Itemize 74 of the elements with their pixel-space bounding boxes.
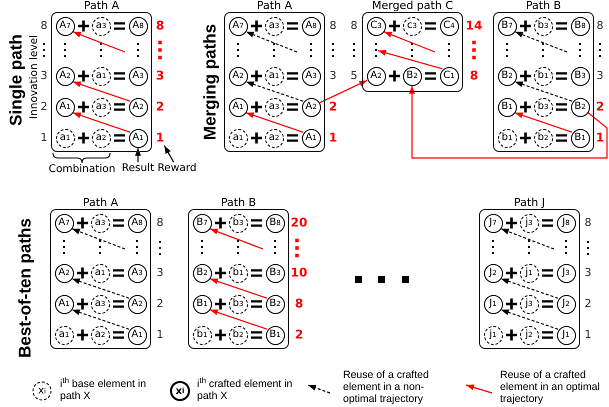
panel-title: Path B — [526, 0, 562, 12]
arrow — [72, 278, 130, 299]
section-title: Single path — [8, 34, 26, 126]
panel-title: Path B — [220, 197, 256, 209]
level-number: 8 — [330, 20, 336, 32]
leader-line — [135, 148, 141, 162]
level-number: 5 — [350, 70, 358, 82]
arrow — [514, 112, 572, 133]
arrow — [320, 80, 368, 104]
annotation-label: Result — [122, 163, 154, 175]
arrow — [246, 81, 304, 102]
level-number: 2 — [584, 298, 592, 310]
legend-text: Reuse of a crafted element in an optimal trajectory — [500, 369, 601, 405]
level-number: 1 — [584, 328, 592, 342]
reward-value: 10 — [290, 266, 308, 280]
level-number: 1 — [156, 328, 164, 342]
bracket-label: Combination — [48, 164, 116, 176]
legend-text: i$^{th}$ base element in path X — [60, 378, 148, 402]
axis-label: Innovation level — [29, 35, 41, 119]
level-number: 8 — [156, 216, 164, 230]
arrow — [514, 31, 568, 53]
level-number: 3 — [40, 70, 48, 82]
legend-text: i$^{th}$ crafted element in path X — [197, 378, 294, 402]
level-number: 2 — [156, 298, 164, 310]
arrow — [210, 278, 268, 299]
reward-value: 1 — [328, 131, 338, 145]
reward-value: 2 — [596, 100, 604, 114]
level-number: 8 — [596, 20, 604, 32]
panel-title: Path A — [82, 197, 118, 209]
arrow — [246, 31, 298, 53]
level-number: 3 — [330, 70, 336, 82]
level-number: 3 — [584, 266, 592, 280]
level-number: 2 — [40, 100, 48, 114]
arrow — [210, 309, 268, 330]
arrow — [72, 81, 130, 102]
arrow — [378, 50, 442, 70]
level-number: 1 — [40, 132, 48, 144]
level-number: 8 — [40, 20, 48, 32]
arrow — [72, 31, 126, 53]
level-number: 3 — [596, 70, 604, 82]
section-title: Merging paths — [202, 24, 220, 140]
arrow — [210, 228, 264, 250]
reward-value: 2 — [294, 328, 304, 342]
section-title: Best-of-ten paths — [16, 218, 36, 358]
level-number: 3 — [156, 266, 164, 280]
arrow — [500, 278, 558, 299]
panel-title: Path A — [84, 0, 120, 12]
reward-value: 8 — [156, 19, 164, 33]
arrow — [384, 31, 436, 53]
reward-value: 1 — [156, 131, 164, 145]
level-number: 8 — [350, 20, 358, 32]
arrow — [409, 86, 608, 159]
reward-value: 8 — [470, 69, 478, 83]
reward-value: 2 — [156, 100, 164, 114]
reward-value: 20 — [290, 216, 308, 230]
reward-value: 8 — [294, 297, 304, 311]
arrow — [72, 112, 130, 133]
panel-title: Merged path C — [372, 0, 453, 12]
reward-value: 1 — [596, 131, 604, 145]
leader-line — [164, 145, 174, 163]
reward-value: 14 — [466, 19, 482, 33]
legend-text: Reuse of a crafted element in a non-optimal trajectory — [343, 369, 430, 405]
annotation-label: Reward — [157, 163, 197, 175]
panel-title: Path A — [256, 0, 292, 12]
arrow — [72, 228, 126, 250]
arrow — [500, 228, 554, 250]
panel-title: Path J — [514, 197, 545, 209]
arrow — [500, 309, 558, 330]
arrow — [246, 112, 304, 133]
reward-value: 2 — [328, 100, 338, 114]
arrow — [514, 81, 572, 102]
arrow — [72, 309, 130, 330]
level-number: 8 — [584, 216, 592, 230]
reward-value: 3 — [156, 69, 164, 83]
